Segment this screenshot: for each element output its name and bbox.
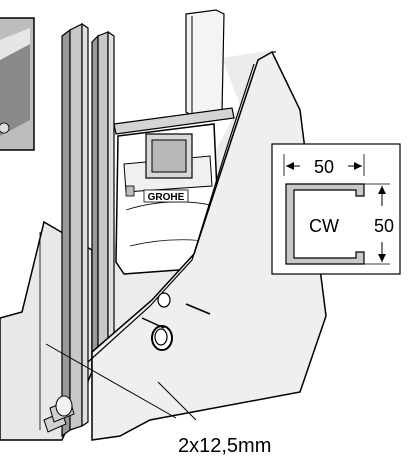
panel-callout-leaders: [45, 343, 197, 421]
panel-thickness-label: 2x12,5mm: [178, 435, 271, 457]
top-stud: [185, 9, 225, 117]
front-plasterboard: [87, 50, 327, 441]
brand-logo-text: GROHE: [148, 192, 185, 203]
inset-photo: [0, 17, 35, 151]
profile-name-label: CW: [309, 216, 339, 236]
actuation-hole: [157, 292, 171, 308]
profile-width-label: 50: [314, 157, 334, 177]
cw-profile-left: [61, 22, 89, 438]
cw-profile-middle: [91, 30, 115, 418]
profile-height-label: 50: [374, 216, 394, 236]
frame-crossbar: [113, 107, 235, 135]
brand-logo: GROHE: [143, 189, 189, 203]
floor-profiles: [43, 395, 75, 433]
anchor-bolts: [141, 303, 211, 329]
flush-pipe-hole: [151, 325, 173, 351]
profile-detail-box: 50 50 CW: [271, 143, 401, 275]
